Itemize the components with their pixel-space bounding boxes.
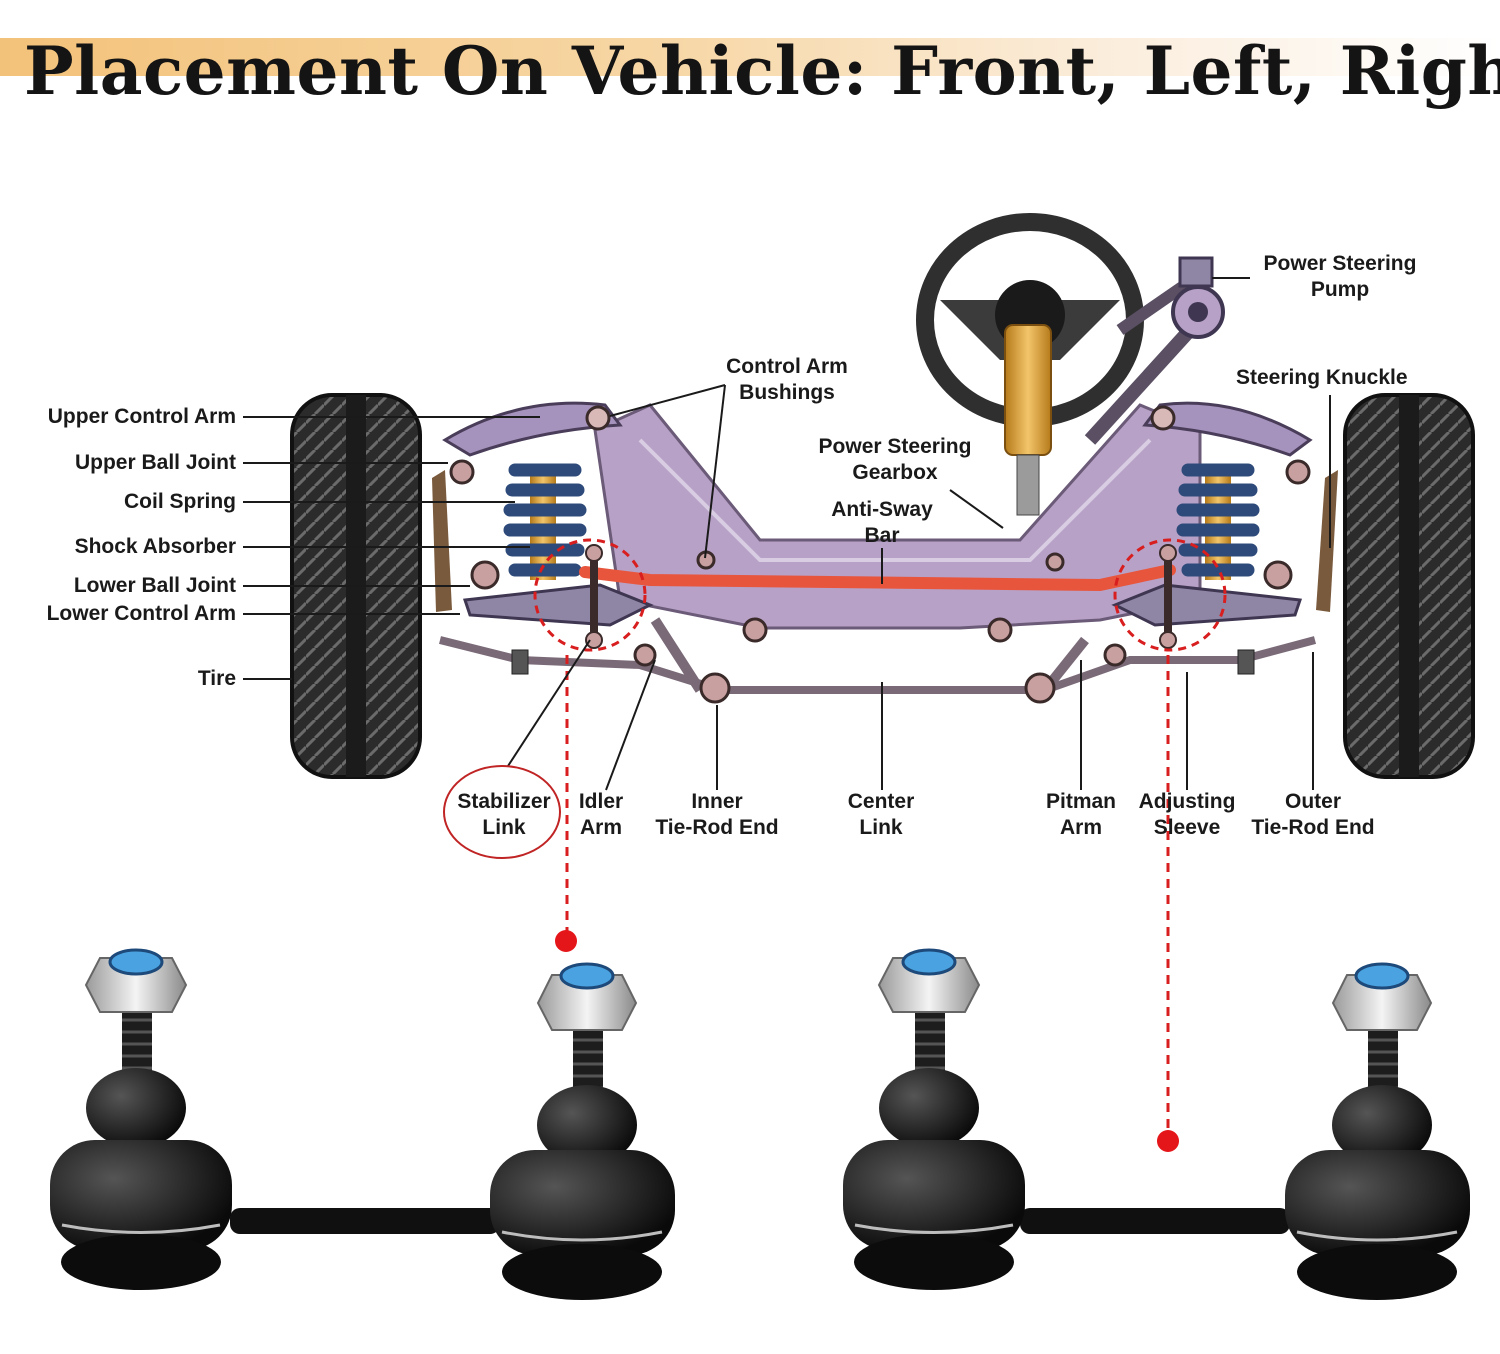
left-lower-ball-joint — [470, 560, 500, 590]
left-control-arm-bushing — [585, 405, 611, 431]
left-lower-control-arm — [462, 583, 654, 627]
left-link-highlight — [533, 538, 647, 652]
label-lower-ball-joint: Lower Ball Joint — [73, 574, 236, 597]
right-steering-knuckle — [1316, 470, 1338, 612]
steering-linkage — [439, 617, 1317, 704]
right-link-highlight — [1113, 538, 1227, 652]
right-stabilizer-link-product — [843, 948, 1470, 1300]
left-stabilizer-link — [585, 544, 603, 649]
page-title: Placement On Vehicle: Front, Left, Right — [24, 32, 1500, 110]
label-tire: Tire — [197, 667, 236, 690]
right-tire — [1343, 393, 1475, 779]
label-coil-spring: Coil Spring — [124, 490, 236, 513]
left-stabilizer-link-product — [50, 948, 675, 1300]
right-control-arm-bushing — [1150, 405, 1176, 431]
anti-sway-bar — [579, 564, 1176, 592]
left-upper-ball-joint — [449, 459, 475, 485]
right-upper-ball-joint — [1285, 459, 1311, 485]
steering-column — [1004, 324, 1052, 516]
label-shock-absorber: Shock Absorber — [74, 535, 236, 558]
label-upper-ball-joint: Upper Ball Joint — [74, 451, 236, 474]
left-steering-knuckle — [432, 470, 452, 612]
stabilizer-label-circle — [443, 765, 561, 859]
label-lower-control-arm: Lower Control Arm — [46, 602, 236, 625]
leader-lines — [243, 277, 1331, 791]
right-lower-control-arm — [1111, 583, 1303, 627]
left-coil-spring — [503, 463, 587, 580]
right-drop-dot — [1157, 1130, 1179, 1152]
power-steering-pump — [1084, 256, 1225, 445]
right-lower-ball-joint — [1263, 560, 1293, 590]
right-upper-control-arm — [1142, 401, 1313, 457]
left-drop-dot — [555, 930, 577, 952]
label-upper-control-arm: Upper Control Arm — [47, 405, 236, 428]
right-stabilizer-link — [1159, 544, 1177, 649]
label-steering-knuckle: Steering Knuckle — [1236, 366, 1408, 389]
frame-bolts — [696, 550, 1065, 643]
title-highlight-band: Placement On Vehicle: Front, Left, Right — [0, 32, 1500, 110]
right-coil-spring — [1176, 463, 1260, 580]
